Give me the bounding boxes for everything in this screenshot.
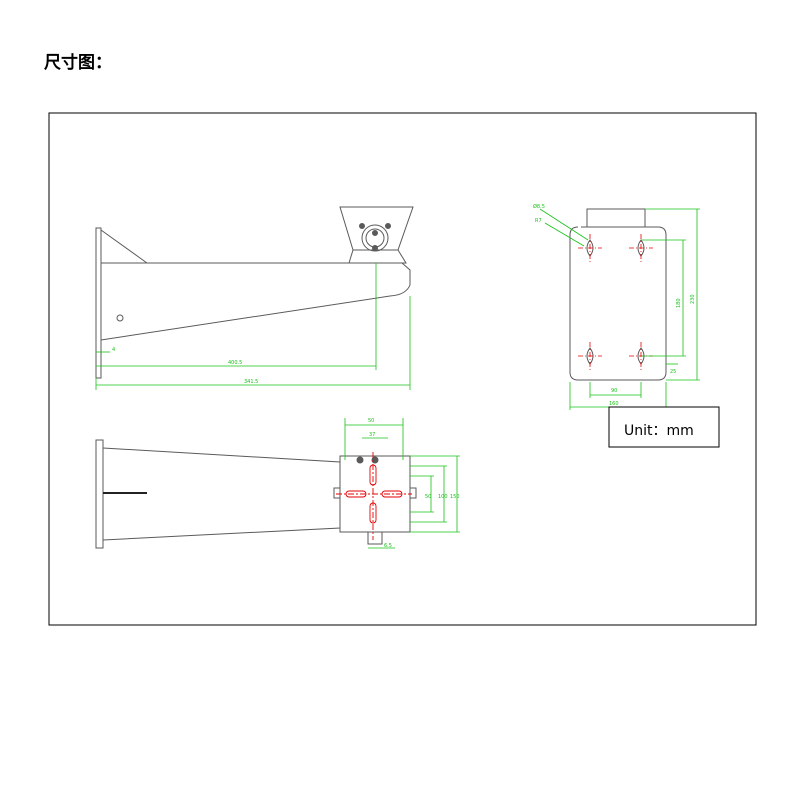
unit-box (608, 406, 720, 448)
page-title: 尺寸图： (44, 53, 112, 73)
back-top-mount (586, 208, 646, 228)
top-wall-flange (95, 439, 104, 549)
dim-back-height: 230 (690, 294, 696, 304)
side-arm-body (100, 262, 411, 341)
dim-top-width: 50 (368, 418, 374, 424)
drawing-frame (48, 112, 757, 626)
dim-back-outer-width: 160 (609, 401, 619, 407)
dim-back-edge: 25 (670, 369, 676, 375)
dim-top-h3: 150 (450, 494, 460, 500)
dim-inner-length: 400.5 (228, 360, 242, 366)
back-view (569, 208, 667, 381)
side-hole (116, 314, 124, 322)
top-view-slots (336, 452, 412, 540)
dim-top-h2: 100 (438, 494, 448, 500)
dim-total-length: 341.5 (244, 379, 258, 385)
back-view-holes (586, 239, 645, 365)
unit-label: Unit：mm (624, 423, 694, 439)
dim-hole-dia: Ø8.5 (533, 203, 545, 210)
side-wall-flange (95, 227, 102, 379)
dim-top-bottom: 6.5 (384, 543, 392, 549)
dim-top-spacing: 37 (369, 432, 375, 438)
side-view (95, 206, 414, 379)
back-plate (569, 226, 667, 381)
dim-radius: R7 (535, 218, 542, 224)
dim-back-width: 90 (611, 388, 617, 394)
dim-top-h1: 50 (425, 494, 431, 500)
dim-hole-spacing: 180 (676, 298, 682, 308)
dim-flange: 4 (112, 347, 115, 353)
side-view-dimensions (95, 263, 411, 390)
side-support-brace (100, 229, 148, 264)
top-view-dimensions (344, 418, 460, 549)
